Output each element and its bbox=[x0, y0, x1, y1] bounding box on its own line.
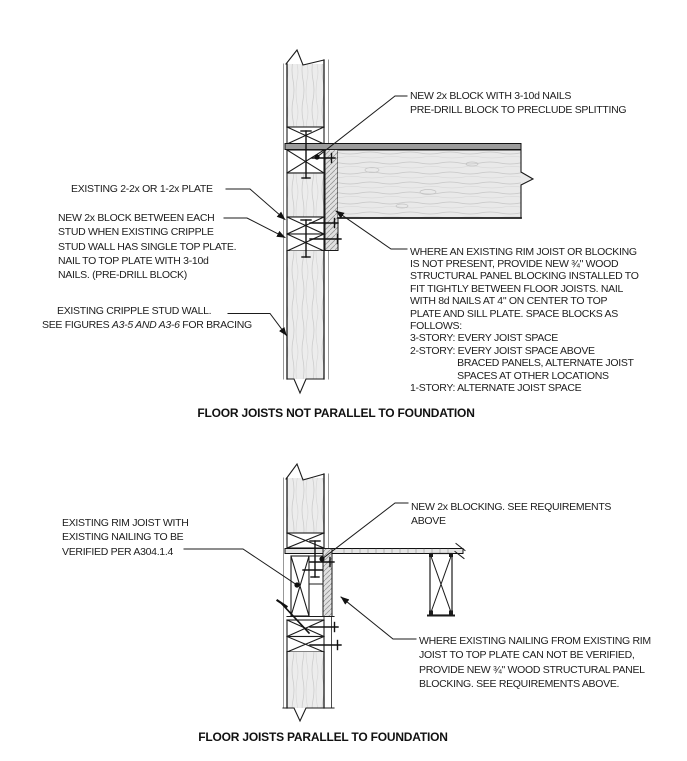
leader-new-block-between bbox=[223, 217, 286, 239]
break-symbol-top-2 bbox=[285, 462, 325, 481]
label-new-block-between-studs: NEW 2x BLOCK BETWEEN EACH STUD WHEN EXIS… bbox=[58, 212, 237, 282]
lower-wall-stud-2 bbox=[282, 651, 335, 723]
caption-parallel: FLOOR JOISTS PARALLEL TO FOUNDATION bbox=[198, 730, 448, 744]
panel-blocking-strip bbox=[324, 149, 339, 251]
existing-rim-joist bbox=[290, 555, 310, 617]
caption-not-parallel: FLOOR JOISTS NOT PARALLEL TO FOUNDATION bbox=[197, 406, 475, 420]
label-rim-joist-note: WHERE AN EXISTING RIM JOIST OR BLOCKING … bbox=[410, 245, 639, 394]
break-symbol-top bbox=[285, 48, 325, 66]
cripple-line2-suffix: FOR BRACING bbox=[179, 319, 252, 331]
break-symbol-bottom-2 bbox=[282, 707, 335, 723]
label-existing-rim-joist: EXISTING RIM JOIST WITH EXISTING NAILING… bbox=[62, 517, 189, 558]
lower-detail bbox=[183, 462, 466, 723]
label-new-2x-blocking: NEW 2x BLOCKING. SEE REQUIREMENTS ABOVE bbox=[411, 501, 612, 528]
upper-wall-stud bbox=[285, 48, 325, 128]
leader-rim-note bbox=[335, 210, 408, 250]
leader-lines-lower bbox=[183, 502, 417, 640]
cripple-stud-wall bbox=[286, 250, 325, 395]
label-existing-plate: EXISTING 2-2x OR 1-2x PLATE bbox=[71, 183, 213, 195]
nail-symbols-2 bbox=[275, 540, 342, 651]
label-cripple-wall-line2: SEE FIGURES A3-5 AND A3-6 FOR BRACING bbox=[42, 318, 252, 332]
label-new-2x-block: NEW 2x BLOCK WITH 3-10d NAILS PRE-DRILL … bbox=[410, 90, 627, 117]
break-fill bbox=[521, 172, 533, 185]
label-nailing-note: WHERE EXISTING NAILING FROM EXISTING RIM… bbox=[419, 635, 651, 690]
sheathing-continuation bbox=[323, 616, 332, 709]
wall-joist-depth-section bbox=[286, 172, 325, 218]
floor-joist bbox=[337, 149, 535, 219]
upper-detail bbox=[223, 48, 535, 395]
nailing-squares bbox=[429, 553, 453, 615]
wall-sheathing-lines-2 bbox=[283, 473, 329, 709]
leader-lines-upper bbox=[223, 95, 408, 337]
label-cripple-wall-line1: EXISTING CRIPPLE STUD WALL. bbox=[57, 304, 212, 317]
leader-new-blocking bbox=[319, 502, 409, 562]
leader-cripple-wall bbox=[227, 313, 288, 337]
wood-knots bbox=[364, 161, 479, 209]
nail-symbols bbox=[300, 130, 342, 258]
leader-new-block bbox=[314, 95, 408, 160]
subfloor bbox=[284, 143, 522, 150]
cripple-line2-figure-refs: A3-5 AND A3-6 bbox=[111, 319, 180, 331]
cripple-line2-prefix: SEE FIGURES bbox=[42, 319, 112, 331]
leader-nailing-note bbox=[340, 596, 417, 640]
upper-wall-stud-2 bbox=[285, 462, 325, 534]
break-symbol-bottom bbox=[286, 378, 325, 395]
toe-nail bbox=[275, 598, 311, 635]
break-symbol-floor-end bbox=[454, 542, 466, 560]
joist-cross-section bbox=[427, 552, 455, 617]
lower-plates-2 bbox=[286, 619, 325, 653]
leader-existing-rim bbox=[183, 548, 300, 588]
plywood-ticks bbox=[343, 548, 449, 554]
floor-sheathing bbox=[284, 542, 466, 560]
leader-existing-plate bbox=[225, 188, 286, 221]
break-symbol-joist-end bbox=[520, 149, 535, 219]
